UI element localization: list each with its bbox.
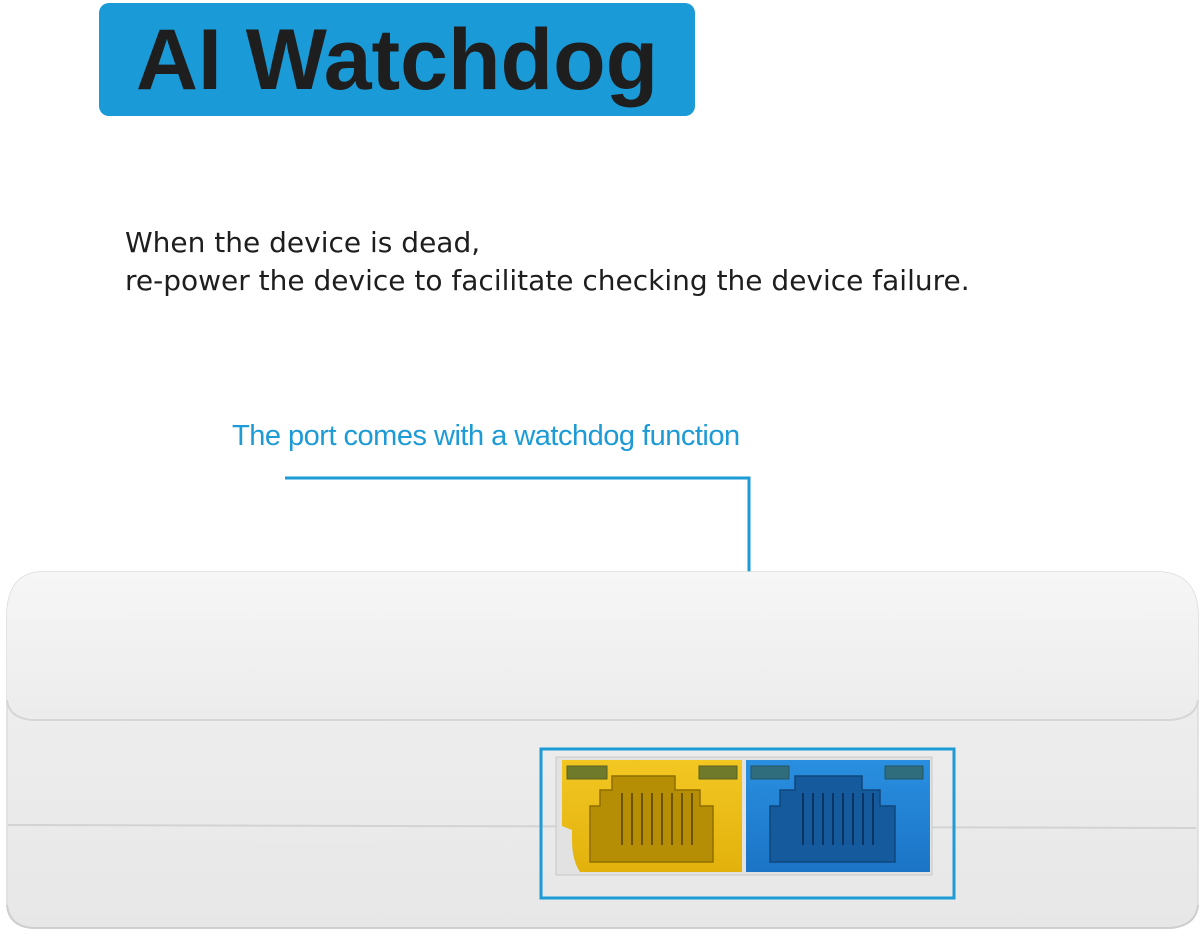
- title-badge: AI Watchdog: [99, 3, 695, 116]
- callout-label: The port comes with a watchdog function: [232, 420, 740, 452]
- yellow-ethernet-port: [562, 760, 742, 872]
- description-line-1: When the device is dead,: [125, 226, 481, 259]
- description: When the device is dead, re-power the de…: [125, 224, 970, 300]
- blue-port-led-right-icon: [884, 765, 924, 780]
- yellow-port-led-left-icon: [566, 765, 608, 780]
- yellow-port-led-right-icon: [698, 765, 738, 780]
- page-title: AI Watchdog: [135, 11, 659, 108]
- blue-ethernet-port: [746, 760, 930, 872]
- description-line-2: re-power the device to facilitate checki…: [125, 264, 970, 297]
- blue-port-led-left-icon: [750, 765, 790, 780]
- port-highlight-box: [539, 747, 956, 900]
